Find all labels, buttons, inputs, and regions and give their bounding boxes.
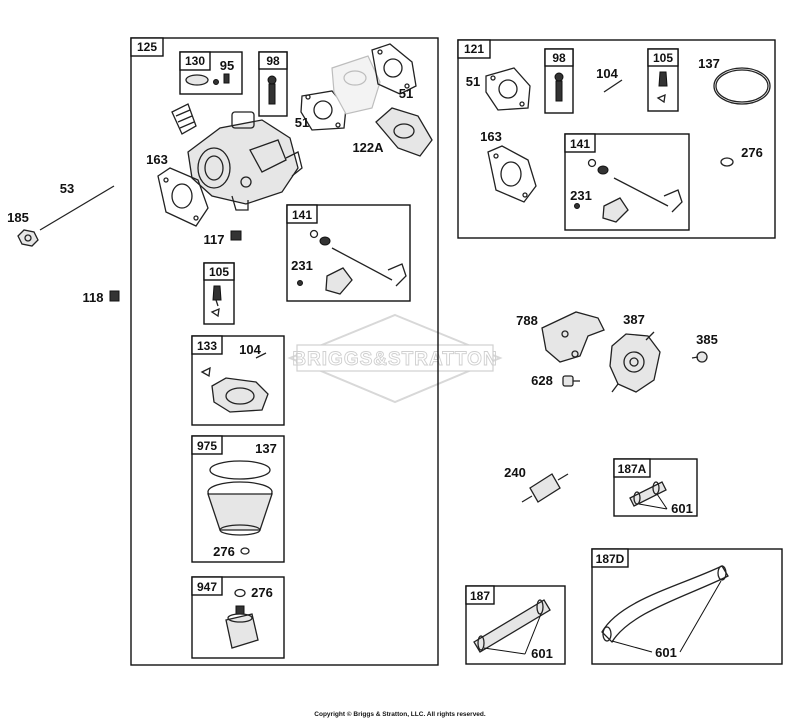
group-box-975 bbox=[191, 435, 285, 563]
mounting-gasket-163-a bbox=[157, 167, 209, 227]
fuel-line-187 bbox=[473, 599, 551, 653]
part-label-276-a: 276 bbox=[213, 544, 235, 559]
fitting-117 bbox=[230, 230, 242, 241]
needle-valve-part-b bbox=[656, 71, 668, 104]
part-label-628: 628 bbox=[531, 373, 553, 388]
part-label-95: 95 bbox=[220, 58, 234, 73]
part-label-163-b: 163 bbox=[480, 129, 502, 144]
brand-watermark: BRIGGS&STRATTON bbox=[287, 313, 503, 404]
needle-valve-part-a bbox=[210, 285, 222, 318]
part-label-122a: 122A bbox=[352, 140, 384, 155]
fuel-filter-240 bbox=[521, 473, 569, 503]
group-box-141-a bbox=[286, 204, 411, 302]
group-label-98-a: 98 bbox=[266, 54, 280, 68]
group-box-187a bbox=[613, 458, 698, 517]
group-label-133: 133 bbox=[197, 339, 217, 353]
intake-spacer-122a bbox=[375, 107, 433, 157]
group-label-125: 125 bbox=[137, 40, 157, 54]
fuel-solenoid-part bbox=[225, 588, 259, 649]
part-label-231-b: 231 bbox=[570, 188, 592, 203]
group-label-141-b: 141 bbox=[570, 137, 590, 151]
carburetor-body bbox=[187, 111, 303, 211]
part-label-385: 385 bbox=[696, 332, 718, 347]
group-box-133 bbox=[191, 335, 285, 426]
part-label-240: 240 bbox=[504, 465, 526, 480]
part-label-387: 387 bbox=[623, 312, 645, 327]
bowl-seal-ring bbox=[713, 67, 771, 105]
float-bowl-part bbox=[207, 460, 273, 555]
part-label-53: 53 bbox=[60, 181, 74, 196]
group-label-141-a: 141 bbox=[292, 208, 312, 222]
part-label-276-c: 276 bbox=[741, 145, 763, 160]
adapter-part-ghost bbox=[331, 55, 381, 115]
fuel-filter-element bbox=[171, 103, 197, 135]
seal-276-c bbox=[720, 157, 734, 167]
group-label-187: 187 bbox=[470, 589, 490, 603]
part-label-104-a: 104 bbox=[239, 342, 261, 357]
throttle-plate-part bbox=[185, 73, 230, 86]
pump-bracket-788 bbox=[541, 311, 605, 363]
part-label-51-c: 51 bbox=[466, 74, 480, 89]
watermark-text: BRIGGS&STRATTON bbox=[292, 349, 497, 370]
intake-gasket-51-a bbox=[300, 90, 347, 131]
group-label-187a: 187A bbox=[618, 462, 647, 476]
group-label-947: 947 bbox=[197, 580, 217, 594]
group-box-187 bbox=[465, 585, 566, 665]
group-box-121 bbox=[457, 39, 776, 239]
group-label-187d: 187D bbox=[596, 552, 625, 566]
group-label-975: 975 bbox=[197, 439, 217, 453]
screw-385 bbox=[691, 351, 708, 363]
mounting-gasket-163-b bbox=[487, 145, 537, 203]
part-label-117: 117 bbox=[204, 232, 225, 247]
part-label-231-a: 231 bbox=[291, 258, 313, 273]
group-label-105-b: 105 bbox=[653, 51, 673, 65]
group-box-187d bbox=[591, 548, 783, 665]
pin-104 bbox=[603, 79, 623, 93]
group-box-125 bbox=[130, 37, 439, 666]
screw-628 bbox=[562, 375, 580, 387]
part-label-118: 118 bbox=[83, 290, 104, 305]
group-label-105-a: 105 bbox=[209, 265, 229, 279]
part-label-137-b: 137 bbox=[698, 56, 720, 71]
part-label-51-a: 51 bbox=[295, 115, 309, 130]
needle-screw-part bbox=[267, 75, 277, 105]
part-label-276-b: 276 bbox=[251, 585, 273, 600]
needle-screw-part-b bbox=[554, 72, 564, 102]
group-label-130: 130 bbox=[185, 54, 205, 68]
group-box-130 bbox=[179, 51, 243, 95]
throttle-shaft-part-a bbox=[297, 229, 407, 295]
part-label-788: 788 bbox=[516, 313, 538, 328]
copyright-notice: Copyright © Briggs & Stratton, LLC. All … bbox=[314, 710, 486, 718]
fuel-pump-387 bbox=[609, 331, 661, 393]
group-box-141-b bbox=[564, 133, 690, 231]
part-label-137-a: 137 bbox=[255, 441, 277, 456]
group-label-98-b: 98 bbox=[552, 51, 566, 65]
part-label-601-a: 601 bbox=[671, 501, 693, 516]
nut-185 bbox=[17, 229, 39, 247]
intake-gasket-51-c bbox=[485, 67, 531, 111]
stud-53 bbox=[39, 185, 115, 231]
part-label-601-b: 601 bbox=[531, 646, 553, 661]
part-label-51-b: 51 bbox=[399, 86, 413, 101]
intake-gasket-51-b bbox=[371, 43, 417, 95]
part-label-601-c: 601 bbox=[655, 645, 677, 660]
group-box-947 bbox=[191, 576, 285, 659]
group-label-121: 121 bbox=[464, 42, 484, 56]
part-label-104-b: 104 bbox=[596, 66, 618, 81]
part-label-185: 185 bbox=[7, 210, 29, 225]
float-part bbox=[200, 352, 269, 413]
fuel-line-187d bbox=[601, 565, 729, 644]
fitting-118 bbox=[109, 290, 120, 302]
fuel-line-187a bbox=[629, 481, 667, 507]
throttle-shaft-part-b bbox=[574, 158, 683, 223]
part-label-163-a: 163 bbox=[146, 152, 168, 167]
